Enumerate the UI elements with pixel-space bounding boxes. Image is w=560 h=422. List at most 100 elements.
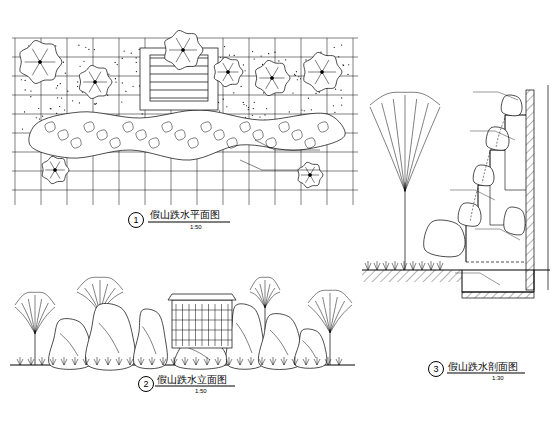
drawing-stroke — [149, 357, 155, 365]
drawing-stroke — [183, 38, 190, 50]
drawing-stroke — [270, 357, 276, 365]
drawing-stroke — [315, 60, 322, 72]
drawing-stroke — [28, 357, 34, 365]
drawing-stroke — [182, 304, 183, 346]
drawing-stroke — [295, 75, 296, 76]
drawing-stroke — [270, 330, 288, 355]
drawing-stroke — [95, 103, 96, 104]
drawing-stroke — [160, 357, 166, 365]
drawing-stroke — [17, 357, 23, 365]
drawing-stroke — [265, 292, 280, 308]
drawing-stroke — [55, 45, 56, 46]
drawing-stroke — [50, 108, 51, 109]
drawing-stroke — [255, 140, 320, 150]
drawing-stroke — [140, 48, 218, 110]
drawing-stroke — [260, 284, 265, 308]
drawing-stroke — [473, 92, 518, 100]
drawing-stroke — [256, 60, 290, 95]
drawing-stroke — [243, 104, 244, 105]
drawing-stroke — [56, 87, 57, 88]
drawing-stroke — [50, 357, 56, 365]
drawing-stroke — [462, 270, 534, 292]
drawing-stroke — [405, 103, 428, 191]
drawing-stroke — [330, 297, 337, 333]
drawing-stroke — [188, 138, 198, 148]
drawing-stroke — [268, 53, 269, 54]
drawing-stroke — [35, 330, 36, 365]
drawing-stroke — [168, 294, 236, 300]
drawing-stroke — [182, 49, 185, 52]
drawing-stroke — [274, 52, 275, 53]
view-title: 假山跌水平面图 — [150, 209, 220, 220]
drawing-stroke — [123, 122, 133, 132]
drawing-stroke — [228, 304, 229, 346]
drawing-stroke — [32, 49, 40, 62]
drawing-stroke — [77, 277, 123, 290]
drawing-stroke — [219, 110, 220, 111]
drawing-stroke — [237, 357, 243, 365]
drawing-stroke — [60, 83, 61, 84]
drawing-stroke — [30, 90, 31, 91]
drawing-stroke — [195, 304, 196, 346]
drawing-stroke — [21, 79, 22, 80]
drawing-stroke — [262, 64, 263, 65]
drawing-stroke — [94, 81, 97, 84]
drawing-stroke — [131, 53, 132, 54]
drawing-stroke — [136, 62, 137, 63]
drawing-stroke — [297, 79, 298, 80]
drawing-stroke — [172, 310, 232, 311]
drawing-stroke — [393, 99, 405, 191]
drawing-stroke — [341, 44, 342, 45]
drawing-stroke — [39, 357, 45, 365]
drawing-stroke — [56, 113, 57, 114]
drawing-stroke — [330, 293, 331, 333]
drawing-stroke — [243, 102, 244, 103]
drawing-stroke — [470, 118, 505, 222]
drawing-stroke — [61, 357, 67, 365]
drawing-stroke — [234, 55, 235, 56]
drawing-stroke — [193, 357, 199, 365]
drawing-stroke — [321, 71, 324, 74]
drawing-stroke — [49, 319, 93, 370]
drawing-stroke — [142, 113, 143, 114]
drawing-stroke — [501, 95, 522, 116]
drawing-stroke — [322, 72, 336, 73]
drawing-stroke — [35, 299, 42, 334]
drawing-stroke — [83, 61, 84, 62]
drawing-stroke — [201, 122, 211, 132]
elevation-view — [10, 277, 355, 386]
drawing-stroke — [428, 261, 434, 270]
drawing-stroke — [139, 49, 140, 50]
drawing-stroke — [122, 58, 123, 59]
drawing-stroke — [308, 98, 309, 99]
drawing-stroke — [57, 85, 58, 86]
drawing-stroke — [94, 49, 95, 50]
drawing-stroke — [79, 66, 80, 67]
drawing-stroke — [334, 47, 335, 48]
drawing-stroke — [405, 107, 440, 191]
drawing-stroke — [266, 67, 272, 78]
drawing-stroke — [22, 303, 35, 334]
drawing-stroke — [240, 122, 250, 132]
drawing-stroke — [150, 74, 208, 75]
drawing-stroke — [172, 330, 232, 331]
drawing-stroke — [172, 320, 232, 321]
drawing-stroke — [78, 45, 79, 46]
drawing-stroke — [383, 261, 389, 270]
drawing-stroke — [63, 62, 64, 63]
drawing-stroke — [263, 92, 264, 93]
drawing-stroke — [42, 156, 69, 183]
drawing-stroke — [252, 51, 253, 52]
drawing-stroke — [79, 65, 112, 98]
drawing-stroke — [127, 357, 133, 365]
drawing-stroke — [250, 277, 280, 290]
drawing-stroke — [322, 72, 329, 84]
drawing-stroke — [347, 74, 348, 75]
drawing-stroke — [25, 89, 26, 90]
drawing-stroke — [462, 292, 534, 298]
drawing-stroke — [77, 86, 78, 87]
drawing-stroke — [473, 165, 494, 186]
drawing-stroke — [143, 327, 157, 355]
drawing-stroke — [248, 109, 249, 110]
drawing-stroke — [20, 40, 62, 83]
